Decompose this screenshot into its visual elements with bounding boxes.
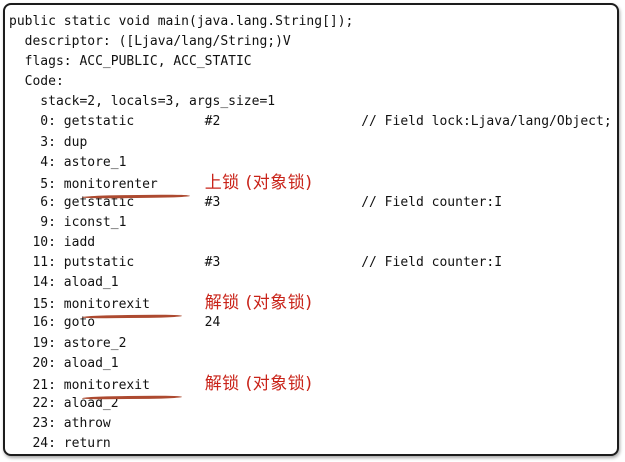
code-text: 5: [9, 176, 64, 192]
underlined-opcode: monitorexit [64, 295, 150, 315]
underlined-opcode: monitorexit [64, 376, 150, 396]
code-text: 19: astore_2 [9, 335, 127, 351]
code-line: 24: return [9, 434, 617, 454]
code-text: 4: astore_1 [9, 154, 127, 170]
code-text: descriptor: ([Ljava/lang/String;)V [9, 34, 291, 50]
code-text: 10: iadd [9, 235, 96, 251]
underlined-opcode: monitorenter [64, 175, 158, 195]
code-line: 6: getstatic #3 // Field counter:I [9, 193, 617, 213]
code-text: flags: ACC_PUBLIC, ACC_STATIC [9, 54, 252, 70]
code-line: 0: getstatic #2 // Field lock:Ljava/lang… [9, 112, 617, 132]
code-text: public static void main(java.lang.String… [9, 14, 354, 29]
code-text: 11: putstatic #3 // Field counter:I [9, 255, 503, 271]
code-text: 0: getstatic #2 // Field lock:Ljava/lang… [9, 114, 612, 130]
code-text: stack=2, locals=3, args_size=1 [9, 94, 276, 110]
code-text [158, 177, 205, 192]
code-line: 20: aload_1 [9, 354, 617, 374]
code-block: public static void main(java.lang.String… [9, 12, 617, 454]
code-line: 4: astore_1 [9, 153, 617, 173]
code-text: 16: goto 24 [9, 315, 221, 331]
code-text: 3: dup [9, 134, 88, 150]
code-line: 21: monitorexit 解锁 (对象锁) [9, 374, 617, 394]
code-text: 22: aload_2 [9, 395, 119, 411]
code-line: 5: monitorenter 上锁 (对象锁) [9, 173, 617, 193]
code-line: 3: dup [9, 133, 617, 153]
code-text: 21: [9, 377, 64, 393]
lock-annotation: 解锁 (对象锁) [204, 293, 313, 314]
code-line: 15: monitorexit 解锁 (对象锁) [9, 293, 617, 313]
code-line: 11: putstatic #3 // Field counter:I [9, 253, 617, 273]
code-line: 14: aload_1 [9, 273, 617, 293]
lock-annotation: 上锁 (对象锁) [204, 172, 313, 193]
code-text: 20: aload_1 [9, 355, 119, 371]
code-line: descriptor: ([Ljava/lang/String;)V [9, 32, 617, 52]
code-text: 15: [9, 297, 64, 313]
code-text: 24: return [9, 435, 111, 451]
code-line: flags: ACC_PUBLIC, ACC_STATIC [9, 52, 617, 72]
code-text: 6: getstatic #3 // Field counter:I [9, 194, 503, 210]
code-line: 9: iconst_1 [9, 213, 617, 233]
code-text: 14: aload_1 [9, 275, 119, 291]
code-text [150, 297, 205, 312]
code-line: stack=2, locals=3, args_size=1 [9, 92, 617, 112]
code-text: 23: athrow [9, 415, 111, 431]
code-line: 16: goto 24 [9, 313, 617, 333]
code-text [150, 378, 205, 393]
code-snippet-frame: public static void main(java.lang.String… [3, 3, 619, 456]
code-line: 22: aload_2 [9, 394, 617, 414]
code-line: public static void main(java.lang.String… [9, 12, 617, 32]
code-line: Code: [9, 72, 617, 92]
code-text: Code: [9, 74, 64, 90]
code-text: 9: iconst_1 [9, 214, 127, 230]
code-line: 19: astore_2 [9, 334, 617, 354]
code-line: 10: iadd [9, 233, 617, 253]
code-line: 23: athrow [9, 414, 617, 434]
lock-annotation: 解锁 (对象锁) [204, 373, 313, 394]
